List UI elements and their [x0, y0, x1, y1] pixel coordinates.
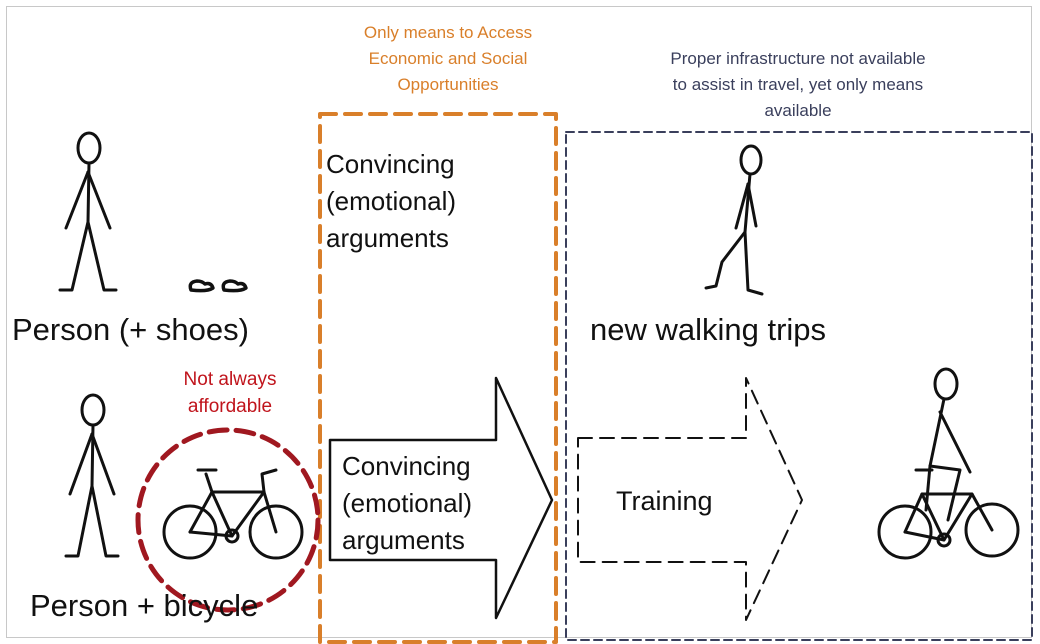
affordable-note-line-1: Not always — [183, 369, 277, 390]
access-note-line-1: Only means to Access — [363, 23, 533, 42]
access-note-line-3: Opportunities — [397, 75, 499, 94]
infrastructure-box — [565, 131, 1033, 641]
affordable-note: Not always affordable — [150, 366, 310, 420]
top-arguments: Convincing (emotional) arguments — [326, 146, 456, 257]
top-arguments-line-3: arguments — [326, 223, 449, 253]
cyclist-icon — [877, 367, 1020, 560]
arrow-arguments-line-1: Convincing — [342, 451, 471, 481]
stick-figure-icon — [64, 393, 120, 558]
access-box — [318, 112, 558, 644]
walking-person-icon — [704, 144, 764, 296]
shoes-icon — [188, 279, 248, 293]
person-bicycle-label: Person + bicycle — [30, 588, 259, 623]
affordable-circle — [135, 427, 321, 613]
arrow-arguments-line-3: arguments — [342, 525, 465, 555]
infrastructure-note-line-3: available — [764, 101, 832, 120]
arrow-arguments: Convincing (emotional) arguments — [342, 448, 472, 559]
top-arguments-line-2: (emotional) — [326, 186, 457, 216]
infrastructure-note-line-1: Proper infrastructure not available — [670, 49, 926, 68]
infrastructure-note-line-2: to assist in travel, yet only means — [672, 75, 924, 94]
training-label: Training — [616, 486, 713, 516]
arrow-arguments-line-2: (emotional) — [342, 488, 473, 518]
access-note-line-2: Economic and Social — [368, 49, 528, 68]
access-note: Only means to Access Economic and Social… — [338, 20, 558, 98]
stick-figure-icon — [58, 131, 118, 292]
affordable-note-line-2: affordable — [187, 396, 273, 417]
new-walking-trips-label: new walking trips — [590, 312, 827, 347]
person-shoes-label: Person (+ shoes) — [12, 312, 249, 347]
bicycle-icon — [162, 468, 304, 560]
arrow-icon — [328, 376, 554, 620]
training-arrow-icon — [577, 377, 803, 621]
infrastructure-note: Proper infrastructure not available to a… — [628, 46, 968, 124]
top-arguments-line-1: Convincing — [326, 149, 455, 179]
